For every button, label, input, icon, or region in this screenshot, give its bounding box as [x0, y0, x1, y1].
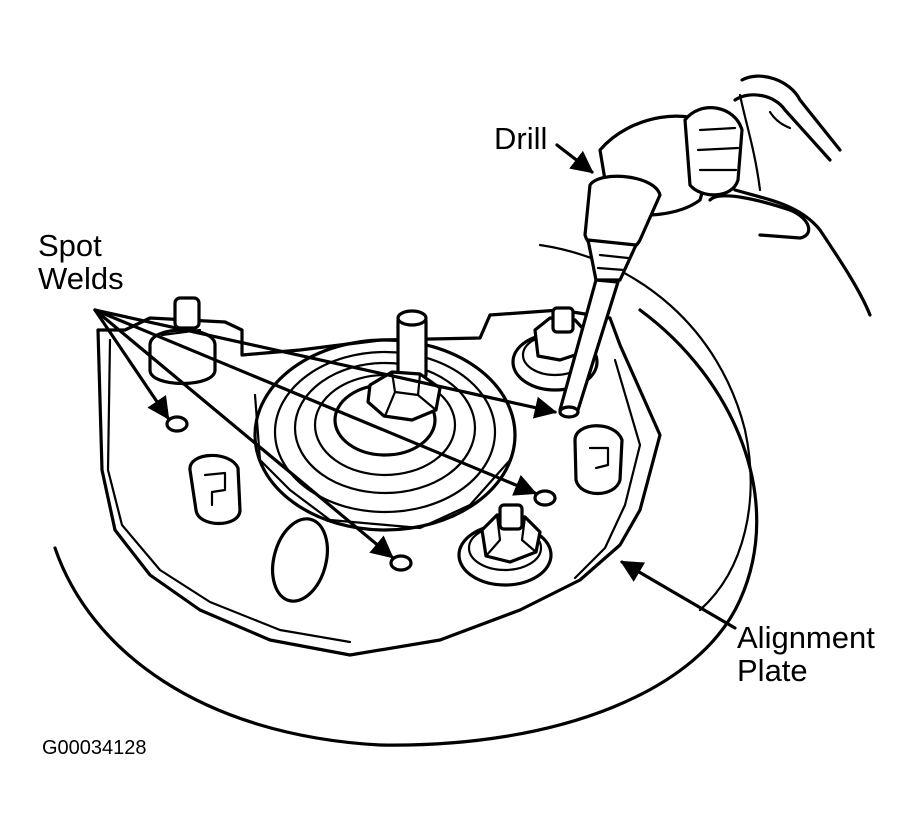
figure-code: G00034128: [42, 737, 147, 759]
alignment-plate-label-line2: Plate: [737, 653, 808, 688]
alignment-plate-leader: [620, 560, 737, 630]
drill-label: Drill: [494, 121, 548, 156]
alignment-plate-label-line1: Alignment: [737, 620, 875, 655]
slot-left: [188, 453, 242, 525]
slot-right: [573, 424, 624, 495]
spot-weld-left: [165, 415, 189, 433]
strut-tower-plate: [96, 308, 662, 657]
drill-leader: [555, 143, 594, 174]
spot-welds-leaders: [93, 308, 558, 559]
lower-right-stud: [457, 503, 553, 587]
strut-mount: [253, 338, 517, 532]
spot-weld-right: [533, 489, 557, 507]
spot-welds-label-line2: Welds: [38, 261, 124, 296]
oval-hole: [271, 517, 329, 603]
drill: [558, 106, 744, 419]
upper-left-stud: [148, 296, 217, 385]
hand: [708, 74, 872, 317]
spot-welds-label-line1: Spot: [38, 228, 102, 263]
center-stud: [366, 309, 442, 422]
spot-weld-center: [389, 554, 413, 572]
